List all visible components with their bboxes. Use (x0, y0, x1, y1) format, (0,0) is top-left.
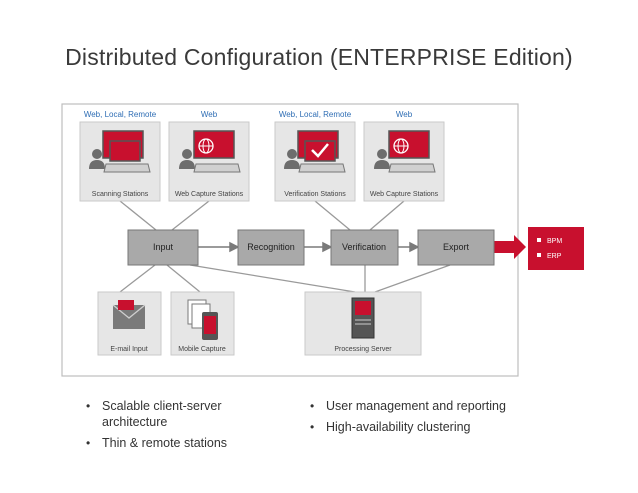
station-scanning: Scanning Stations (79, 121, 161, 202)
step-input (127, 229, 199, 266)
bullet-item: Scalable client-server architecture (82, 398, 282, 430)
checkmark-icon (311, 143, 329, 158)
bullet-list-left: Scalable client-server architecture Thin… (82, 398, 282, 456)
bullet-item: User management and reporting (306, 398, 546, 414)
step-recognition (237, 229, 305, 266)
top-label: Web, Local, Remote (84, 110, 157, 119)
station-web-capture-2: Web Capture Stations (363, 121, 445, 202)
bullet-item: Thin & remote stations (82, 435, 282, 451)
step-verification (330, 229, 399, 266)
station-label: Verification Stations (284, 191, 346, 198)
station-label: Scanning Stations (92, 191, 149, 198)
server-label: Processing Server (334, 346, 392, 353)
slide-title: Distributed Configuration (ENTERPRISE Ed… (65, 44, 573, 70)
top-label: Web (396, 110, 413, 119)
processing-server: Processing Server (304, 291, 422, 356)
source-label: Mobile Capture (178, 346, 226, 353)
flow-arrows (198, 241, 420, 253)
output-label: ERP (547, 253, 562, 260)
bullet-item: High-availability clustering (306, 419, 546, 435)
station-verification: Verification Stations (274, 121, 356, 202)
export-arrow (494, 235, 526, 259)
top-label: Web, Local, Remote (279, 110, 352, 119)
step-export (417, 229, 495, 266)
source-mobile-capture: Mobile Capture (170, 291, 235, 356)
step-label: Verification (342, 242, 386, 252)
step-label: Export (443, 242, 470, 252)
output-box: BPM ERP (528, 227, 584, 270)
step-label: Input (153, 242, 174, 252)
top-label: Web (201, 110, 218, 119)
source-email-input: E-mail Input (97, 291, 162, 356)
station-label: Web Capture Stations (175, 191, 244, 198)
source-label: E-mail Input (110, 346, 147, 353)
step-label: Recognition (247, 242, 295, 252)
station-label: Web Capture Stations (370, 191, 439, 198)
station-web-capture-1: Web Capture Stations (168, 121, 250, 202)
output-label: BPM (547, 238, 562, 245)
connector-lines (119, 200, 451, 293)
bullet-list-right: User management and reporting High-avail… (306, 398, 546, 440)
